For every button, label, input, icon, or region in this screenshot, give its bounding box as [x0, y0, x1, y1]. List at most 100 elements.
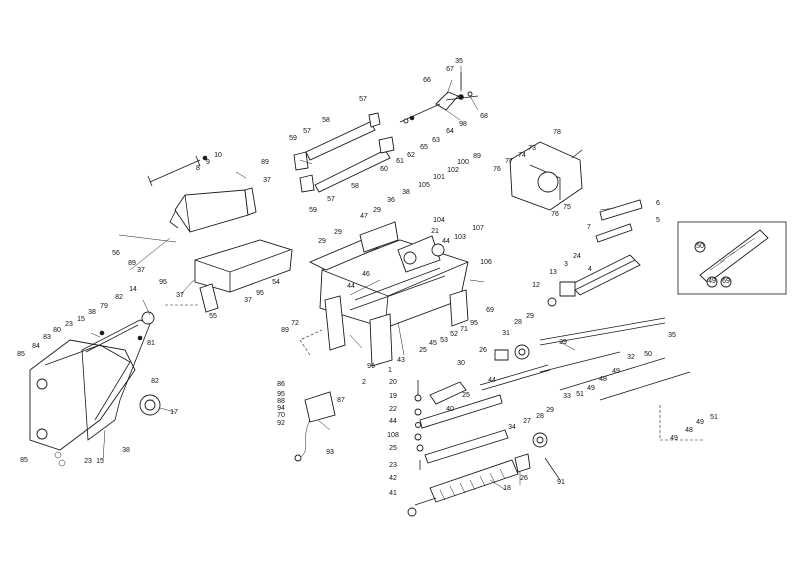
callout-inset-50: 50 — [696, 243, 704, 250]
callout-15-top: 15 — [77, 316, 85, 323]
callout-25-right: 25 — [462, 392, 470, 399]
callout-26-top: 26 — [479, 347, 487, 354]
callout-19: 19 — [389, 393, 397, 400]
callout-4: 4 — [588, 266, 592, 273]
callout-5: 5 — [656, 217, 660, 224]
callout-47: 47 — [360, 213, 368, 220]
callout-76-bottom: 76 — [551, 211, 559, 218]
callout-51-left: 51 — [576, 391, 584, 398]
callout-36: 36 — [387, 197, 395, 204]
callout-88: 88 — [277, 398, 285, 405]
callout-18: 18 — [503, 485, 511, 492]
lower-shafts — [419, 317, 691, 464]
callout-74: 74 — [518, 152, 526, 159]
callout-52: 52 — [450, 331, 458, 338]
callout-37-mid: 37 — [176, 292, 184, 299]
callout-38-top: 38 — [402, 189, 410, 196]
callout-89-left: 89 — [128, 260, 136, 267]
callout-45: 45 — [429, 340, 437, 347]
callout-92: 92 — [277, 420, 285, 427]
callout-89-right: 89 — [473, 153, 481, 160]
callout-50: 50 — [644, 351, 652, 358]
callout-44-mid: 44 — [347, 283, 355, 290]
callout-25-mid: 25 — [419, 347, 427, 354]
callout-39: 39 — [559, 339, 567, 346]
callout-28-top: 28 — [514, 319, 522, 326]
callout-68: 68 — [480, 113, 488, 120]
callout-26-bottom: 26 — [520, 475, 528, 482]
callout-23-top: 23 — [65, 321, 73, 328]
callout-54: 54 — [272, 279, 280, 286]
callout-85-top: 85 — [17, 351, 25, 358]
callout-inset-69: 69 — [722, 278, 730, 285]
callout-82-bottom: 82 — [151, 378, 159, 385]
callout-75: 75 — [563, 204, 571, 211]
callout-23-bottom: 23 — [84, 458, 92, 465]
callout-95-left: 95 — [159, 279, 167, 286]
callout-71: 71 — [460, 326, 468, 333]
callout-94: 94 — [277, 405, 285, 412]
callout-73: 73 — [528, 145, 536, 152]
callout-28-bottom: 28 — [536, 413, 544, 420]
callout-58-bottom: 58 — [351, 183, 359, 190]
callout-29-b: 29 — [334, 229, 342, 236]
callout-22: 22 — [389, 406, 397, 413]
callout-49-lower-a: 49 — [670, 435, 678, 442]
switch-box — [294, 391, 336, 462]
callout-21: 21 — [431, 228, 439, 235]
callout-82-top: 82 — [115, 294, 123, 301]
callout-44-stack: 44 — [389, 418, 397, 425]
callout-102: 102 — [447, 167, 459, 174]
callout-14: 14 — [129, 286, 137, 293]
callout-103: 103 — [454, 234, 466, 241]
belt-cover — [29, 339, 136, 467]
callout-46: 46 — [362, 271, 370, 278]
callout-60: 60 — [380, 166, 388, 173]
callout-9: 9 — [206, 159, 210, 166]
callout-107: 107 — [472, 225, 484, 232]
callout-29-c: 29 — [318, 238, 326, 245]
callout-70: 70 — [277, 412, 285, 419]
callout-89-top: 89 — [261, 159, 269, 166]
callout-64: 64 — [446, 128, 454, 135]
callout-66: 66 — [423, 77, 431, 84]
callout-55: 55 — [209, 313, 217, 320]
callout-83: 83 — [43, 334, 51, 341]
callout-6: 6 — [656, 200, 660, 207]
callout-23-stack: 23 — [389, 462, 397, 469]
rod-assembly-8 — [147, 155, 208, 187]
callout-17: 17 — [170, 409, 178, 416]
detail-inset — [677, 221, 787, 295]
callout-87: 87 — [337, 397, 345, 404]
callout-38-left: 38 — [88, 309, 96, 316]
callout-81: 81 — [147, 340, 155, 347]
main-base-frame — [308, 221, 469, 367]
callout-58-top: 58 — [322, 117, 330, 124]
callout-35-top: 35 — [455, 58, 463, 65]
callout-56: 56 — [112, 250, 120, 257]
upper-rollers — [293, 112, 395, 193]
callout-96: 96 — [367, 363, 375, 370]
callout-48-lower: 48 — [685, 427, 693, 434]
right-cover — [509, 141, 583, 211]
drive-belt — [81, 311, 161, 441]
callout-63: 63 — [432, 137, 440, 144]
top-shaft-assembly — [399, 72, 479, 124]
callout-10: 10 — [214, 152, 222, 159]
callout-3: 3 — [564, 261, 568, 268]
callout-53: 53 — [440, 337, 448, 344]
callout-59-top: 59 — [289, 135, 297, 142]
callout-49-left: 49 — [587, 385, 595, 392]
callout-95-switch: 95 — [277, 391, 285, 398]
callout-84: 84 — [32, 343, 40, 350]
callout-24: 24 — [573, 253, 581, 260]
callout-89-mid: 89 — [281, 327, 289, 334]
callout-33: 33 — [563, 393, 571, 400]
callout-61: 61 — [396, 158, 404, 165]
callout-32: 32 — [627, 354, 635, 361]
callout-15-bottom: 15 — [96, 458, 104, 465]
callout-41: 41 — [389, 490, 397, 497]
callout-43: 43 — [397, 357, 405, 364]
outfeed-roller — [407, 453, 561, 517]
